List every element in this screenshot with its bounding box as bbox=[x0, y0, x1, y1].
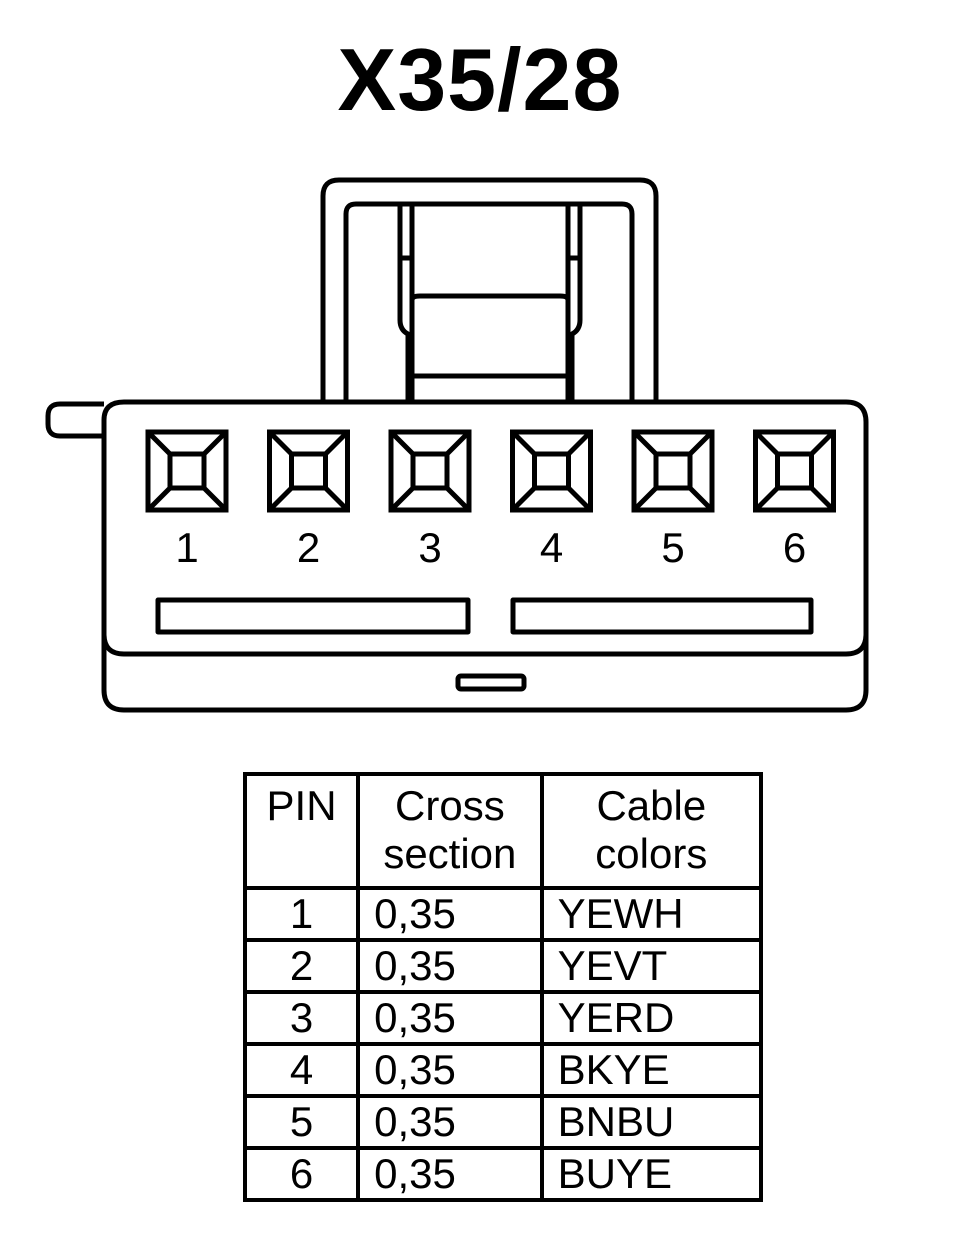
pin-label-1: 1 bbox=[175, 524, 198, 571]
pin-table: PIN Cross section Cable colors 1 0,35 YE… bbox=[242, 772, 764, 1202]
pin-label-3: 3 bbox=[418, 524, 441, 571]
pin-label-5: 5 bbox=[661, 524, 684, 571]
cell-cross-section: 0,35 bbox=[356, 1146, 544, 1202]
cell-cross-section: 0,35 bbox=[356, 1094, 544, 1150]
table-row: 1 0,35 YEWH bbox=[242, 886, 764, 942]
pin-terminal-3 bbox=[388, 429, 472, 513]
pin-terminal-4 bbox=[510, 429, 593, 513]
table-row: 6 0,35 BUYE bbox=[242, 1146, 764, 1202]
cell-cross-section: 0,35 bbox=[356, 1042, 544, 1098]
pin-terminal-2 bbox=[267, 429, 350, 513]
pin-terminal-1 bbox=[145, 429, 229, 513]
cell-pin: 2 bbox=[242, 938, 361, 994]
pin-label-4: 4 bbox=[540, 524, 563, 571]
side-tab bbox=[45, 401, 104, 439]
cell-pin: 4 bbox=[242, 1042, 361, 1098]
cell-color: YEWH bbox=[539, 886, 764, 942]
cell-pin: 6 bbox=[242, 1146, 361, 1202]
table-row: 5 0,35 BNBU bbox=[242, 1094, 764, 1150]
cell-color: YEVT bbox=[539, 938, 764, 994]
pin-label-2: 2 bbox=[297, 524, 320, 571]
table-header-row: PIN Cross section Cable colors bbox=[242, 772, 764, 890]
cell-pin: 1 bbox=[242, 886, 361, 942]
table-row: 4 0,35 BKYE bbox=[242, 1042, 764, 1098]
latch-housing-inner bbox=[343, 201, 635, 402]
cell-color: BKYE bbox=[539, 1042, 764, 1098]
bottom-notch bbox=[455, 673, 527, 692]
cell-cross-section: 0,35 bbox=[356, 886, 544, 942]
slot-left bbox=[155, 597, 471, 635]
table-row: 3 0,35 YERD bbox=[242, 990, 764, 1046]
body-inner-outline bbox=[101, 420, 869, 657]
slot-right bbox=[510, 597, 814, 635]
latch-tongue bbox=[397, 204, 583, 303]
latch-housing-outer bbox=[320, 177, 659, 402]
cell-color: BUYE bbox=[539, 1146, 764, 1202]
pin-label-6: 6 bbox=[783, 524, 806, 571]
cell-pin: 3 bbox=[242, 990, 361, 1046]
cell-cross-section: 0,35 bbox=[356, 990, 544, 1046]
header-pin: PIN bbox=[242, 772, 361, 890]
connector-body bbox=[101, 399, 869, 713]
connector-diagram: 1 2 3 4 5 6 bbox=[45, 177, 869, 713]
header-cross-section: Cross section bbox=[356, 772, 544, 890]
pin-terminal-5 bbox=[631, 429, 715, 513]
table-row: 2 0,35 YEVT bbox=[242, 938, 764, 994]
cell-cross-section: 0,35 bbox=[356, 938, 544, 994]
cell-color: BNBU bbox=[539, 1094, 764, 1150]
pin-terminal-6 bbox=[753, 429, 836, 513]
connector-title: X35/28 bbox=[337, 30, 623, 129]
header-cable-colors: Cable colors bbox=[539, 772, 764, 890]
cell-color: YERD bbox=[539, 990, 764, 1046]
cell-pin: 5 bbox=[242, 1094, 361, 1150]
